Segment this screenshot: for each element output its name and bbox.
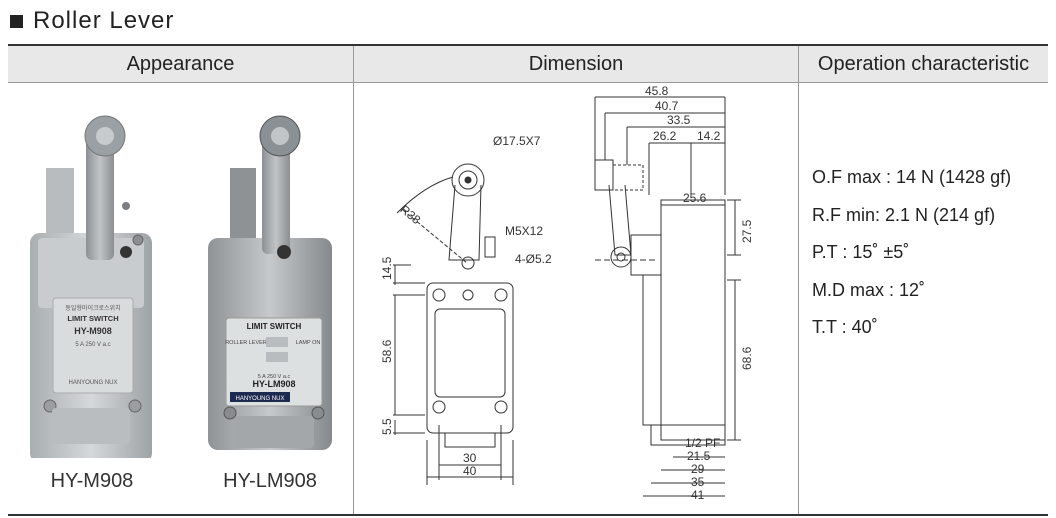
dim-label: 29 <box>691 462 705 476</box>
dim-label: 45.8 <box>645 85 669 98</box>
dim-label: 4-Ø5.2 <box>515 252 552 266</box>
header-appearance: Appearance <box>126 52 235 75</box>
square-bullet-icon <box>10 14 23 28</box>
product-model-caption: HY-LM908 <box>223 470 317 492</box>
label-line: ROLLER LEVER <box>225 340 267 346</box>
column-divider <box>798 46 799 514</box>
dim-label: 40.7 <box>655 99 679 113</box>
dim-label: 41 <box>691 488 705 502</box>
dim-label: 25.6 <box>683 191 707 205</box>
product-image-hy-lm908: LIMIT SWITCH ROLLER LEVER LAMP ON HY-LM9… <box>208 115 332 450</box>
label-line: HY-LM908 <box>252 379 295 389</box>
spec-table: Appearance Dimension Operation character… <box>8 44 1048 516</box>
dim-label: 14.5 <box>380 256 394 280</box>
dim-label: 26.2 <box>653 129 677 143</box>
product-model-caption: HY-M908 <box>50 470 134 492</box>
column-divider <box>353 46 354 514</box>
label-line: HANYOUNG NUX <box>68 380 117 386</box>
table-header-row: Appearance Dimension Operation character… <box>8 46 1048 83</box>
dim-label: 58.6 <box>380 339 394 363</box>
header-dimension: Dimension <box>528 52 624 75</box>
label-line: LIMIT SWITCH <box>247 322 302 331</box>
label-line: LIMIT SWITCH <box>67 314 118 323</box>
operation-item-md: M.D max : 12˚ <box>812 279 926 300</box>
header-operation: Operation characteristic <box>817 52 1030 75</box>
label-line: 동일형마이크로스위치 <box>65 304 120 312</box>
side-view <box>594 96 741 497</box>
operation-item-of: O.F max : 14 N (1428 gf) <box>812 167 1012 187</box>
label-line: 5 A 250 V a.c <box>75 342 110 348</box>
dim-label: 5.5 <box>380 418 394 435</box>
section-title-text: Roller Lever <box>33 7 175 34</box>
dim-label: M5X12 <box>505 224 543 238</box>
section-title: Roller Lever <box>10 4 174 38</box>
dim-label: 30 <box>463 451 477 465</box>
operation-item-pt: P.T : 15˚ ±5˚ <box>812 242 910 262</box>
dim-label: Ø17.5X7 <box>493 134 541 148</box>
dim-label: 35 <box>691 475 705 489</box>
operation-characteristics: O.F max : 14 N (1428 gf) R.F min: 2.1 N … <box>812 159 1011 347</box>
dim-label: 21.5 <box>687 449 711 463</box>
dim-label: 33.5 <box>667 113 691 127</box>
dim-label: 14.2 <box>697 129 721 143</box>
label-line: LAMP ON <box>296 340 321 346</box>
dim-label: 1/2 PF <box>685 436 720 450</box>
dim-label: 27.5 <box>740 219 754 243</box>
dim-label: 68.6 <box>740 346 754 370</box>
label-line: HY-M908 <box>74 326 112 336</box>
dimension-drawing: Ø17.5X7 R38 M5X12 4-Ø5.2 14.5 58.6 5.5 3… <box>380 85 754 502</box>
operation-item-tt: T.T : 40˚ <box>812 317 878 337</box>
label-line: 5 A 250 V a.c <box>258 374 291 380</box>
appearance-illustrations: 동일형마이크로스위치 LIMIT SWITCH HY-M908 5 A 250 … <box>30 115 332 458</box>
label-line: HANYOUNG NUX <box>235 396 284 402</box>
front-view <box>393 163 514 485</box>
operation-item-rf: R.F min: 2.1 N (214 gf) <box>812 204 996 225</box>
dim-label: 40 <box>463 464 477 478</box>
product-image-hy-m908: 동일형마이크로스위치 LIMIT SWITCH HY-M908 5 A 250 … <box>30 115 152 458</box>
